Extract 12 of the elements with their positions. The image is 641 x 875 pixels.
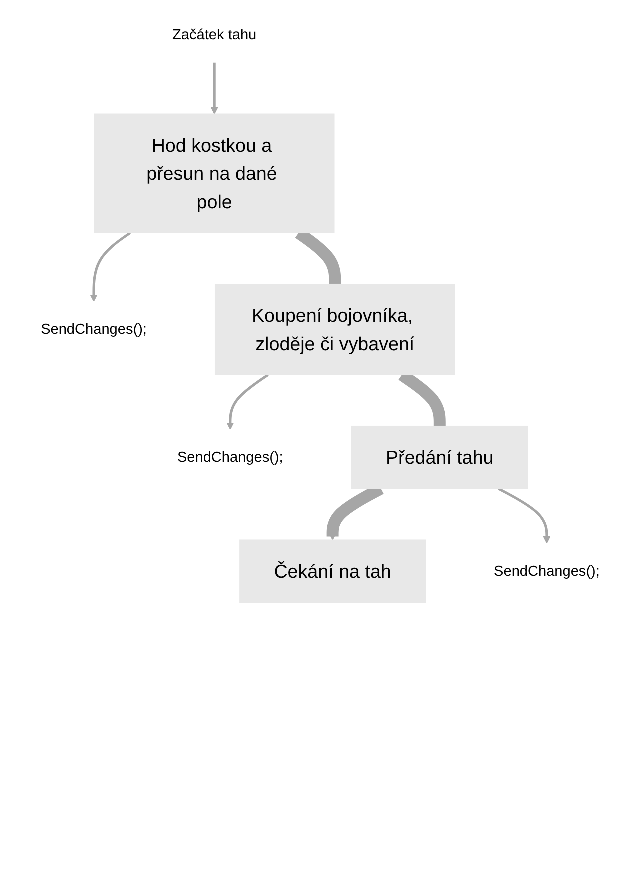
node-text: SendChanges(); xyxy=(177,449,284,466)
arrow xyxy=(210,62,218,115)
node-text: SendChanges(); xyxy=(41,321,147,338)
node-text: SendChanges(); xyxy=(494,563,600,580)
node-box: Předání tahu xyxy=(351,426,528,490)
node-box: Hod kostkou a přesun na dané pole xyxy=(94,114,335,234)
node-box: Čekání na tah xyxy=(240,540,426,604)
arrow xyxy=(226,374,269,430)
node-box: Koupení bojovníka, zloděje či vybavení xyxy=(214,284,456,376)
arrow xyxy=(498,488,551,544)
arrow xyxy=(90,232,132,302)
node-text: Začátek tahu xyxy=(172,26,257,43)
